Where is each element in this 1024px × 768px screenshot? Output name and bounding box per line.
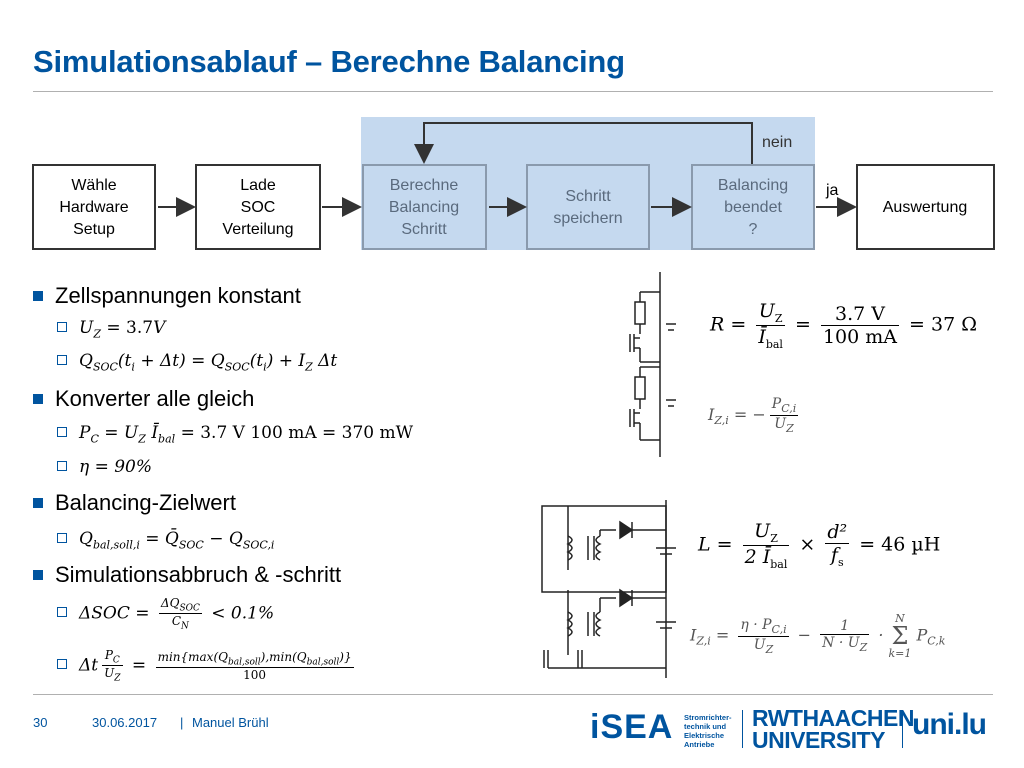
hollow-square-icon [57, 427, 67, 437]
bullet-square-icon [33, 498, 43, 508]
label-ja: ja [825, 182, 839, 199]
logo-separator [902, 710, 903, 748]
flow-box-2-line-2: SOC [241, 199, 276, 216]
flow-box-6-line-1: Auswertung [883, 199, 968, 216]
flow-box-1: Wähle Hardware Setup [32, 164, 156, 250]
flow-box-4-line-2: speichern [553, 210, 622, 227]
flow-box-6: Auswertung [856, 164, 995, 250]
hollow-square-icon [57, 355, 67, 365]
flow-diagram: nein Wähle Hardware Setup Lade SOC Verte… [32, 117, 995, 250]
bullet-abbruch: Simulationsabbruch & -schritt [33, 562, 341, 588]
footer-separator: | [180, 715, 184, 730]
flow-box-5-line-1: Balancing [718, 177, 788, 194]
flow-box-1-line-1: Wähle [71, 177, 116, 194]
bullet-text: Zellspannungen konstant [55, 283, 301, 308]
sub-bullet-uz: UZ = 3.7V [57, 318, 165, 340]
flow-box-3: Berechne Balancing Schritt [362, 164, 487, 250]
bullet-square-icon [33, 570, 43, 580]
hollow-square-icon [57, 533, 67, 543]
sub-bullet-pc: PC = UZ Ībal = 3.7 V 100 mA = 370 mW [57, 423, 413, 445]
sub-bullet-qbal: Qbal,soll,i = Q̄SOC − QSOC,i [57, 529, 274, 551]
flow-box-2-line-3: Verteilung [222, 221, 293, 238]
flow-box-5: Balancing beendet ? [691, 164, 815, 250]
flow-box-4-line-1: Schritt [565, 188, 611, 205]
flow-box-4: Schritt speichern [526, 164, 650, 250]
circuit-resistive-diagram [629, 272, 676, 457]
flow-box-3-line-2: Balancing [389, 199, 459, 216]
label-nein: nein [762, 134, 792, 151]
bullet-text: Balancing-Zielwert [55, 490, 236, 515]
flow-box-2-line-1: Lade [240, 177, 276, 194]
bullet-square-icon [33, 394, 43, 404]
circuit-inductive-diagram [541, 500, 676, 678]
hollow-square-icon [57, 659, 67, 670]
isea-logo: iSEA [590, 708, 674, 746]
footer-date: 30.06.2017 [92, 715, 158, 730]
flow-box-1-line-3: Setup [73, 221, 115, 238]
bullet-text: Konverter alle gleich [55, 386, 255, 411]
flow-box-5-line-2: beendet [724, 199, 782, 216]
hollow-square-icon [57, 322, 67, 332]
hollow-square-icon [57, 607, 67, 618]
unilu-logo: uni.lu [912, 708, 987, 741]
flow-box-3-line-1: Berechne [390, 177, 459, 194]
footer-divider [33, 694, 993, 695]
bullet-text: Simulationsabbruch & -schritt [55, 562, 342, 587]
footer-author: Manuel Brühl [192, 715, 269, 730]
page-title: Simulationsablauf – Berechne Balancing [33, 44, 625, 79]
page-number: 30 [33, 715, 48, 730]
flow-box-2: Lade SOC Verteilung [195, 164, 321, 250]
hollow-square-icon [57, 461, 67, 471]
bullet-konverter: Konverter alle gleich [33, 386, 254, 412]
logo-separator [742, 710, 743, 748]
bullet-zielwert: Balancing-Zielwert [33, 490, 236, 516]
flow-box-5-line-3: ? [749, 221, 758, 238]
sub-bullet-eta: η = 90% [57, 457, 152, 477]
flow-box-3-line-3: Schritt [401, 221, 447, 238]
bullet-zellspannungen: Zellspannungen konstant [33, 283, 301, 309]
bullet-square-icon [33, 291, 43, 301]
title-divider [33, 91, 993, 92]
sub-bullet-qsoc: QSOC(ti + Δt) = QSOC(ti) + IZ Δt [57, 351, 337, 373]
flow-box-1-line-2: Hardware [59, 199, 128, 216]
loop-arrow [414, 122, 753, 165]
